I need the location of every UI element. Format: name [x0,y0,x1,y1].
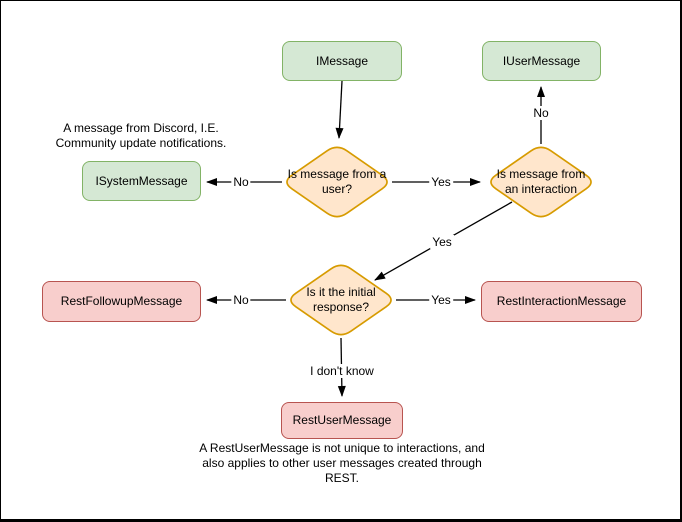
node-restinteractionmessage-label: RestInteractionMessage [496,294,627,308]
node-isystemmessage: ISystemMessage [82,161,201,201]
annotation-isystemmessage-note: A message from Discord, I.E. Community u… [55,121,227,150]
edge-label-no-restfollowupmessage: No [231,293,251,307]
edge-label-idk-restusermessage: I don't know [308,364,376,378]
node-restusermessage: RestUserMessage [281,402,403,439]
edge-label-no-iusermessage: No [531,106,551,120]
decision-initial-response-label: Is it the initial response? [306,285,376,314]
decision-diamond-initial-response [290,264,392,336]
edge-label-no-isystemmessage: No [231,175,251,189]
node-iusermessage-label: IUserMessage [502,53,581,68]
node-imessage-label: IMessage [315,53,369,68]
decision-from-user-label: Is message from a user? [287,167,387,196]
node-imessage: IMessage [282,41,402,81]
annotation-restusermessage-note: A RestUserMessage is not unique to inter… [199,441,485,485]
node-restfollowupmessage-label: RestFollowupMessage [60,294,183,308]
node-restinteractionmessage: RestInteractionMessage [481,281,642,322]
node-restfollowupmessage: RestFollowupMessage [42,281,201,322]
decision-from-interaction-label: Is message from an interaction [496,167,586,196]
edge-imessage-to-from-user [335,80,344,139]
decision-diamond-from-user [286,146,388,218]
node-isystemmessage-label: ISystemMessage [95,173,188,188]
node-restusermessage-label: RestUserMessage [292,413,392,427]
edge-label-yes-initial-response: Yes [430,235,454,249]
decision-diamond-from-interaction [490,146,592,218]
edge-label-yes-from-interaction: Yes [429,175,453,189]
node-iusermessage: IUserMessage [482,41,601,81]
edge-label-yes-restinteractionmessage: Yes [429,293,453,307]
